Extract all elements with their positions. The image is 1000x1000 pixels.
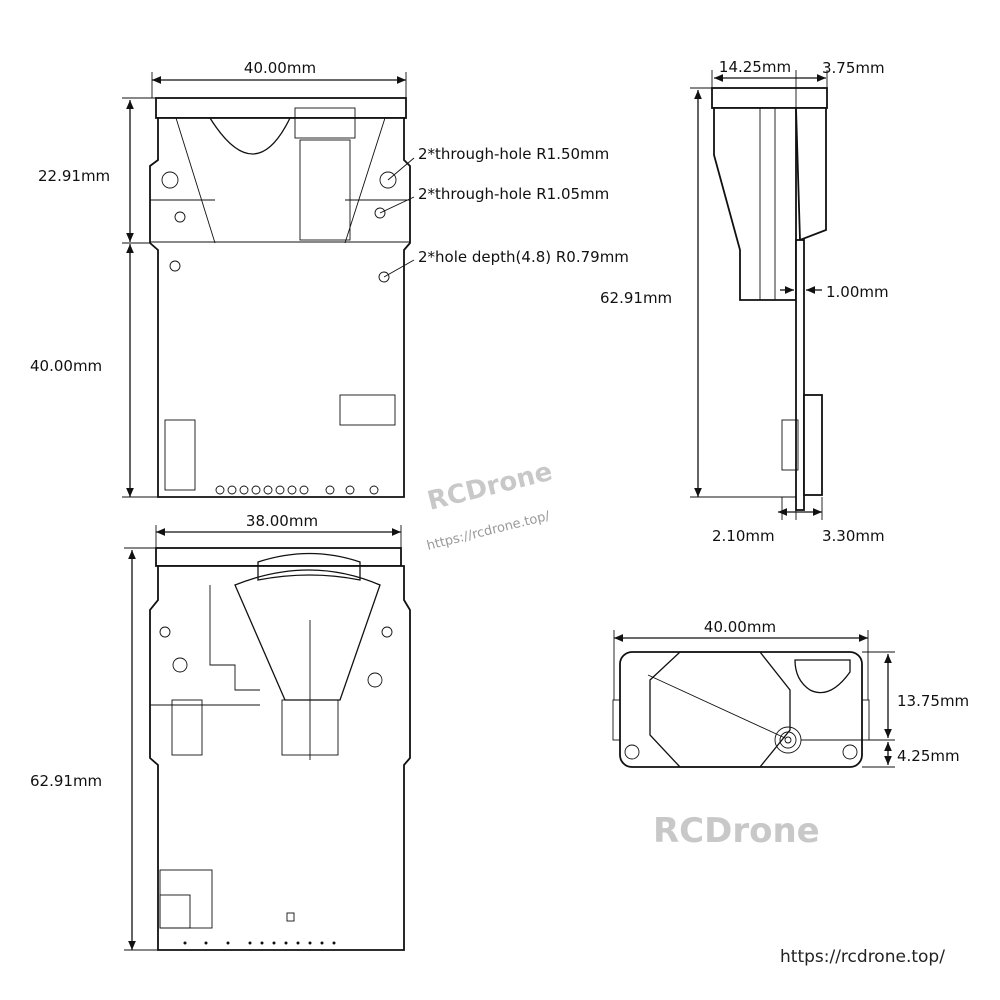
watermark-brand: RCDrone bbox=[424, 457, 555, 517]
top-width-label: 40.00mm bbox=[244, 59, 316, 77]
front-width-label: 40.00mm bbox=[704, 618, 776, 636]
bottom-width-label: 38.00mm bbox=[246, 512, 318, 530]
top-view: 40.00mm 22.91mm 40.00mm 2*through-hole R… bbox=[30, 59, 629, 498]
side-view: 14.25mm 3.75mm 62.91mm 1.00mm 2.10mm 3.3… bbox=[600, 58, 889, 545]
footer-url: https://rcdrone.top/ bbox=[780, 947, 945, 967]
side-bottom-right-label: 3.30mm bbox=[822, 527, 885, 545]
top-lower-height-label: 40.00mm bbox=[30, 357, 102, 375]
watermark-url: https://rcdrone.top/ bbox=[425, 509, 552, 554]
side-width-right-label: 3.75mm bbox=[822, 59, 885, 77]
top-upper-height-label: 22.91mm bbox=[38, 167, 110, 185]
front-view: 40.00mm 13.75mm 4.25mm bbox=[612, 618, 969, 768]
front-height-lower-label: 4.25mm bbox=[897, 747, 960, 765]
bottom-height-label: 62.91mm bbox=[30, 772, 102, 790]
callout-through-hole-r105: 2*through-hole R1.05mm bbox=[418, 185, 609, 203]
watermark-brand-large: RCDrone bbox=[653, 811, 820, 851]
side-bottom-left-label: 2.10mm bbox=[712, 527, 775, 545]
side-height-label: 62.91mm bbox=[600, 289, 672, 307]
bottom-view: 38.00mm 62.91mm bbox=[30, 512, 411, 951]
side-board-thickness-label: 1.00mm bbox=[826, 283, 889, 301]
front-height-upper-label: 13.75mm bbox=[897, 692, 969, 710]
callout-hole-depth-r079: 2*hole depth(4.8) R0.79mm bbox=[418, 248, 629, 266]
side-width-main-label: 14.25mm bbox=[719, 58, 791, 76]
callout-through-hole-r150: 2*through-hole R1.50mm bbox=[418, 145, 609, 163]
